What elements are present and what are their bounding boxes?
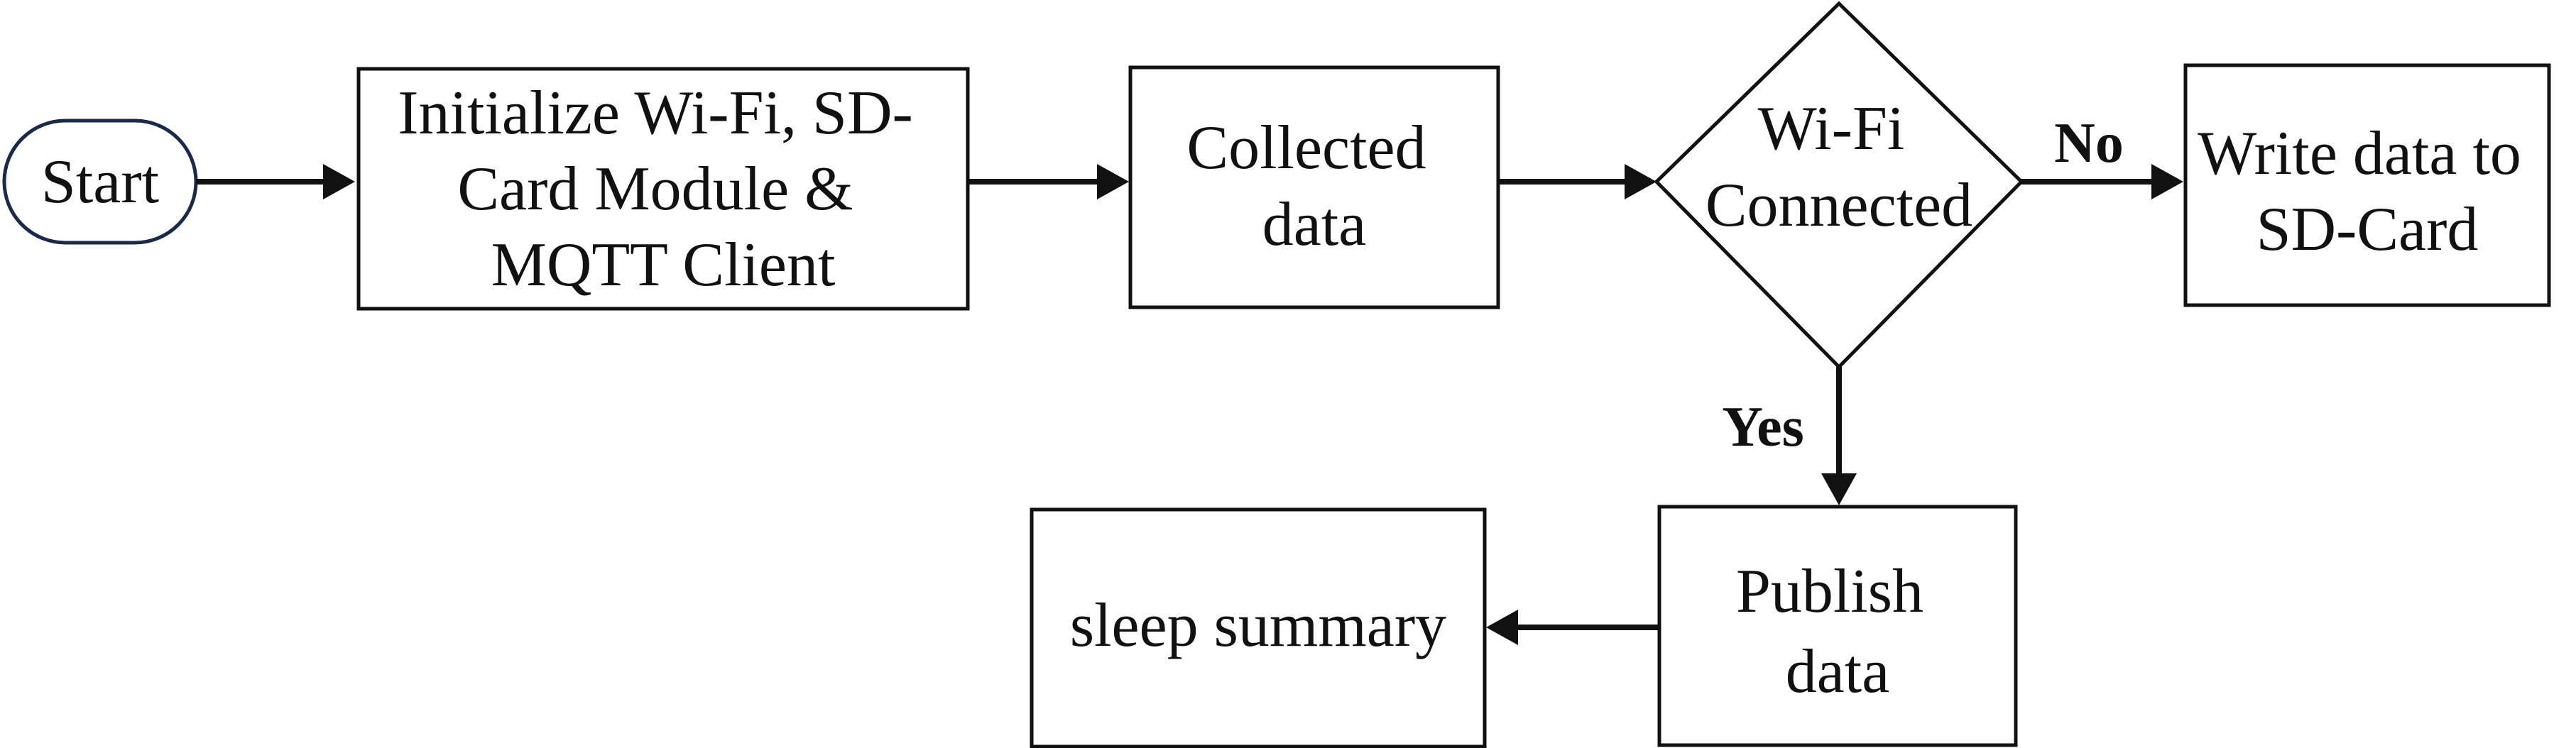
edge-decision-to-publish-arrowhead [1821,473,1857,505]
write-sd-label-line-2: SD-Card [2256,195,2479,264]
edge-init-to-collect [968,164,1129,199]
init-label-line-1: Initialize Wi-Fi, SD- [398,79,913,148]
init-box [356,67,970,311]
write-sd-node: Write data to SD-Card [2183,63,2551,307]
edge-collect-to-decision-arrowhead [1625,164,1657,199]
svg-text:Initialize Wi-Fi, SD- Ca: Initialize Wi-Fi, SD- Card Module & MQTT… [398,79,929,299]
init-node: Initialize Wi-Fi, SD- Card Module & MQTT… [356,67,970,311]
edge-publish-to-sleep-arrowhead [1486,610,1518,645]
edge-publish-to-sleep [1486,610,1659,645]
start-label: Start [41,148,159,216]
edge-init-to-collect-arrowhead [1097,164,1129,199]
collect-label-line-1: Collected [1186,114,1426,182]
collect-box [1128,65,1500,309]
publish-label-line-2: data [1786,637,1890,706]
init-label-line-2: Card Module & [457,155,853,224]
publish-box [1657,505,2018,747]
svg-text:sleep summary: sleep summary [1070,591,1446,660]
decision-label-line-2: Connected [1705,171,1972,240]
decision-node: Wi-Fi Connected [1654,1,2024,370]
publish-node: Publish data [1657,505,2018,747]
init-label-line-3: MQTT Client [491,231,836,299]
edge-start-to-init [196,164,355,199]
edge-decision-to-publish: Yes [1722,367,1857,505]
svg-text:Wi-Fi Connected: Wi-Fi Connected [1705,94,1972,240]
edge-label-no: No [2054,112,2124,175]
edge-collect-to-decision [1498,164,1657,199]
svg-text:Write data to SD-Card: Write data to SD-Card [2198,119,2537,264]
sleep-node: sleep summary [1030,507,1487,748]
svg-text:Publish data: Publish data [1736,557,1939,706]
edge-decision-to-write-sd: No [2021,112,2183,199]
write-sd-box [2183,63,2551,307]
edge-start-to-init-arrowhead [323,164,355,199]
sleep-box [1030,507,1487,748]
collect-label-line-2: data [1262,190,1367,259]
edge-decision-to-write-sd-arrowhead [2151,164,2183,199]
svg-text:Collected data: Collected data [1186,114,1441,259]
collect-node: Collected data [1128,65,1500,309]
sleep-label-line-1: sleep summary [1070,591,1446,660]
svg-text:Start: Start [41,148,159,216]
edge-label-yes: Yes [1722,396,1804,458]
start-node: Start [2,119,198,245]
write-sd-label-line-1: Write data to [2198,119,2521,188]
decision-label-line-1: Wi-Fi [1758,94,1905,163]
publish-label-line-1: Publish [1736,557,1923,626]
